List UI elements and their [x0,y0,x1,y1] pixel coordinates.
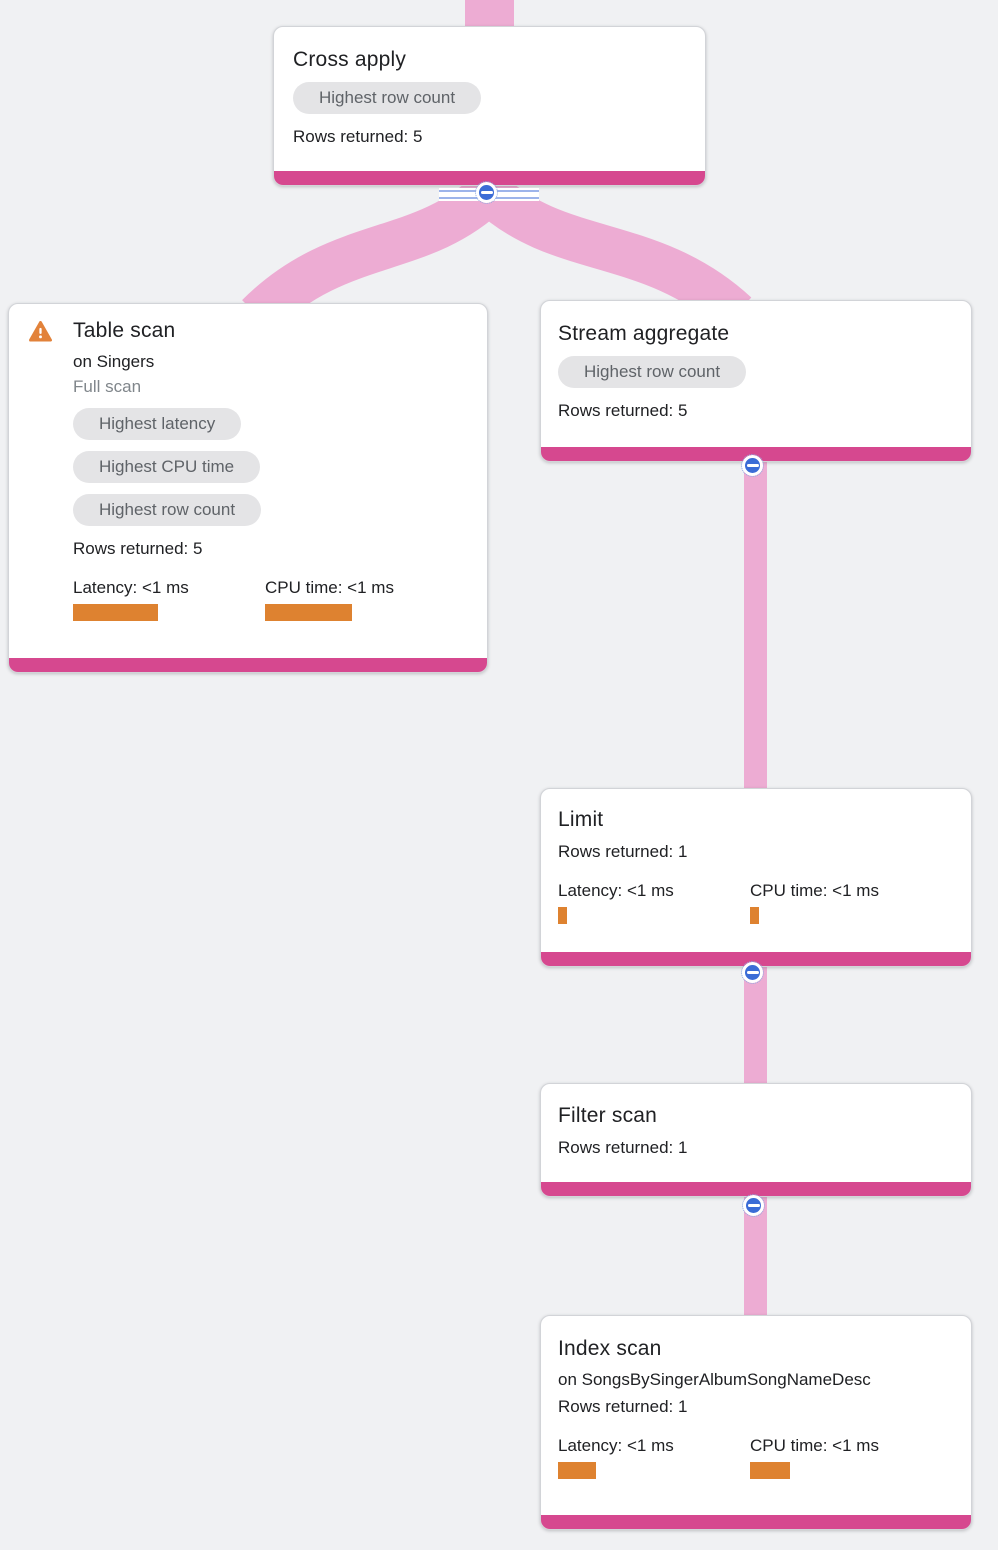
latency-label: Latency: <1 ms [558,1436,674,1455]
plan-node-stream-aggregate[interactable]: Stream aggregate Highest row count Rows … [540,300,972,462]
node-title: Table scan [73,319,176,342]
badge-highest-latency: Highest latency [73,408,242,440]
plan-node-cross-apply[interactable]: Cross apply Highest row count Rows retur… [273,26,706,186]
minus-icon [746,970,759,975]
rows-returned: Rows returned: 5 [558,401,688,420]
edge-filter-scan-to-index-scan [744,1190,767,1322]
node-title: Filter scan [558,1104,658,1127]
collapse-button-filter-scan[interactable] [742,1194,765,1217]
edge-stream-aggregate-to-limit [744,455,767,795]
edge-cross-apply-to-table-scan [242,175,505,333]
latency-label: Latency: <1 ms [73,578,189,597]
cpu-time-label: CPU time: <1 ms [750,881,879,900]
badge-highest-row-count: Highest row count [558,356,747,388]
node-footer-bar [541,1515,971,1529]
minus-icon [747,1203,760,1208]
rows-returned: Rows returned: 1 [558,1397,688,1416]
latency-bar [558,1462,596,1479]
node-target: on SongsBySingerAlbumSongNameDesc [558,1370,871,1389]
collapse-button-limit[interactable] [741,961,764,984]
node-footer-bar [9,658,487,672]
edge-cross-apply-to-stream-aggregate [473,175,752,331]
cpu-time-label: CPU time: <1 ms [750,1436,879,1455]
node-title: Cross apply [293,48,407,71]
latency-label: Latency: <1 ms [558,881,674,900]
rows-returned: Rows returned: 5 [293,127,423,146]
plan-node-table-scan[interactable]: Table scan on Singers Full scan Highest … [8,303,488,673]
plan-node-filter-scan[interactable]: Filter scan Rows returned: 1 [540,1083,972,1197]
node-footer-bar [541,1182,971,1196]
plan-node-limit[interactable]: Limit Rows returned: 1 Latency: <1 ms CP… [540,788,972,967]
minus-icon [746,463,759,468]
badge-highest-cpu-time: Highest CPU time [73,451,261,483]
node-title: Index scan [558,1337,662,1360]
rows-returned: Rows returned: 5 [73,539,203,558]
node-footer-bar [541,447,971,461]
warning-icon [29,320,52,342]
badge-highest-row-count: Highest row count [73,494,262,526]
node-footer-bar [541,952,971,966]
latency-bar [73,604,158,621]
rows-returned: Rows returned: 1 [558,842,688,861]
node-title: Stream aggregate [558,322,730,345]
latency-bar [558,907,567,924]
plan-node-index-scan[interactable]: Index scan on SongsBySingerAlbumSongName… [540,1315,972,1530]
badge-highest-row-count: Highest row count [293,82,482,114]
edge-incoming-cross-apply [465,0,514,30]
cpu-time-bar [265,604,352,621]
collapse-button-stream-aggregate[interactable] [741,454,764,477]
node-note: Full scan [73,377,142,396]
edge-limit-to-filter-scan [744,958,767,1090]
minus-icon [480,190,493,195]
node-title: Limit [558,808,604,831]
cpu-time-bar [750,1462,790,1479]
rows-returned: Rows returned: 1 [558,1138,688,1157]
cpu-time-bar [750,907,759,924]
cpu-time-label: CPU time: <1 ms [265,578,394,597]
node-footer-bar [274,171,705,185]
collapse-button-cross-apply[interactable] [475,181,498,204]
node-target: on Singers [73,352,155,371]
